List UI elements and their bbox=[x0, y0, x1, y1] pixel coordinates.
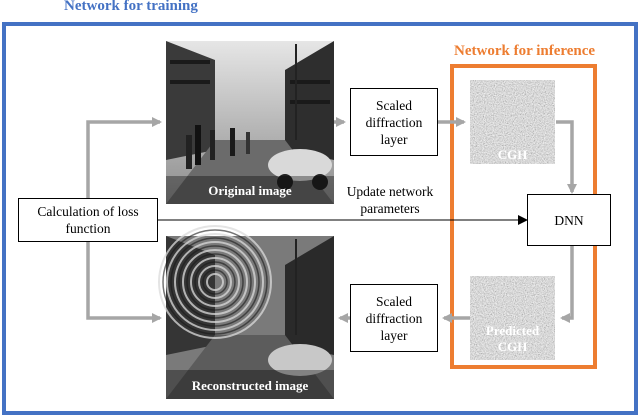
diffraction-layer-top: Scaled diffraction layer bbox=[350, 88, 438, 156]
loss-function-box: Calculation of loss function bbox=[18, 198, 158, 242]
cgh-image bbox=[470, 80, 555, 164]
update-parameters-label: Update network parameters bbox=[346, 184, 434, 216]
dnn-box: DNN bbox=[527, 194, 611, 246]
training-title: Network for training bbox=[64, 0, 198, 14]
reconstructed-image bbox=[158, 225, 334, 399]
predicted-cgh-image bbox=[470, 276, 555, 360]
arrow-loss-to-original bbox=[86, 117, 162, 198]
reconstructed-image-label: Reconstructed image bbox=[191, 378, 309, 393]
cgh-label: CGH bbox=[497, 147, 528, 162]
diffraction-layer-bottom: Scaled diffraction layer bbox=[350, 284, 438, 352]
arrow-dnn-to-predicted bbox=[560, 246, 574, 323]
flow-arrows bbox=[86, 117, 577, 323]
arrow-loss-to-reconstructed bbox=[86, 242, 162, 323]
original-image-label: Original image bbox=[208, 183, 292, 198]
inference-title: Network for inference bbox=[454, 43, 596, 59]
arrow-cgh-to-dnn bbox=[556, 120, 577, 194]
original-image bbox=[166, 41, 334, 204]
predicted-cgh-label: Predicted CGH bbox=[485, 323, 540, 354]
training-frame bbox=[2, 22, 638, 415]
